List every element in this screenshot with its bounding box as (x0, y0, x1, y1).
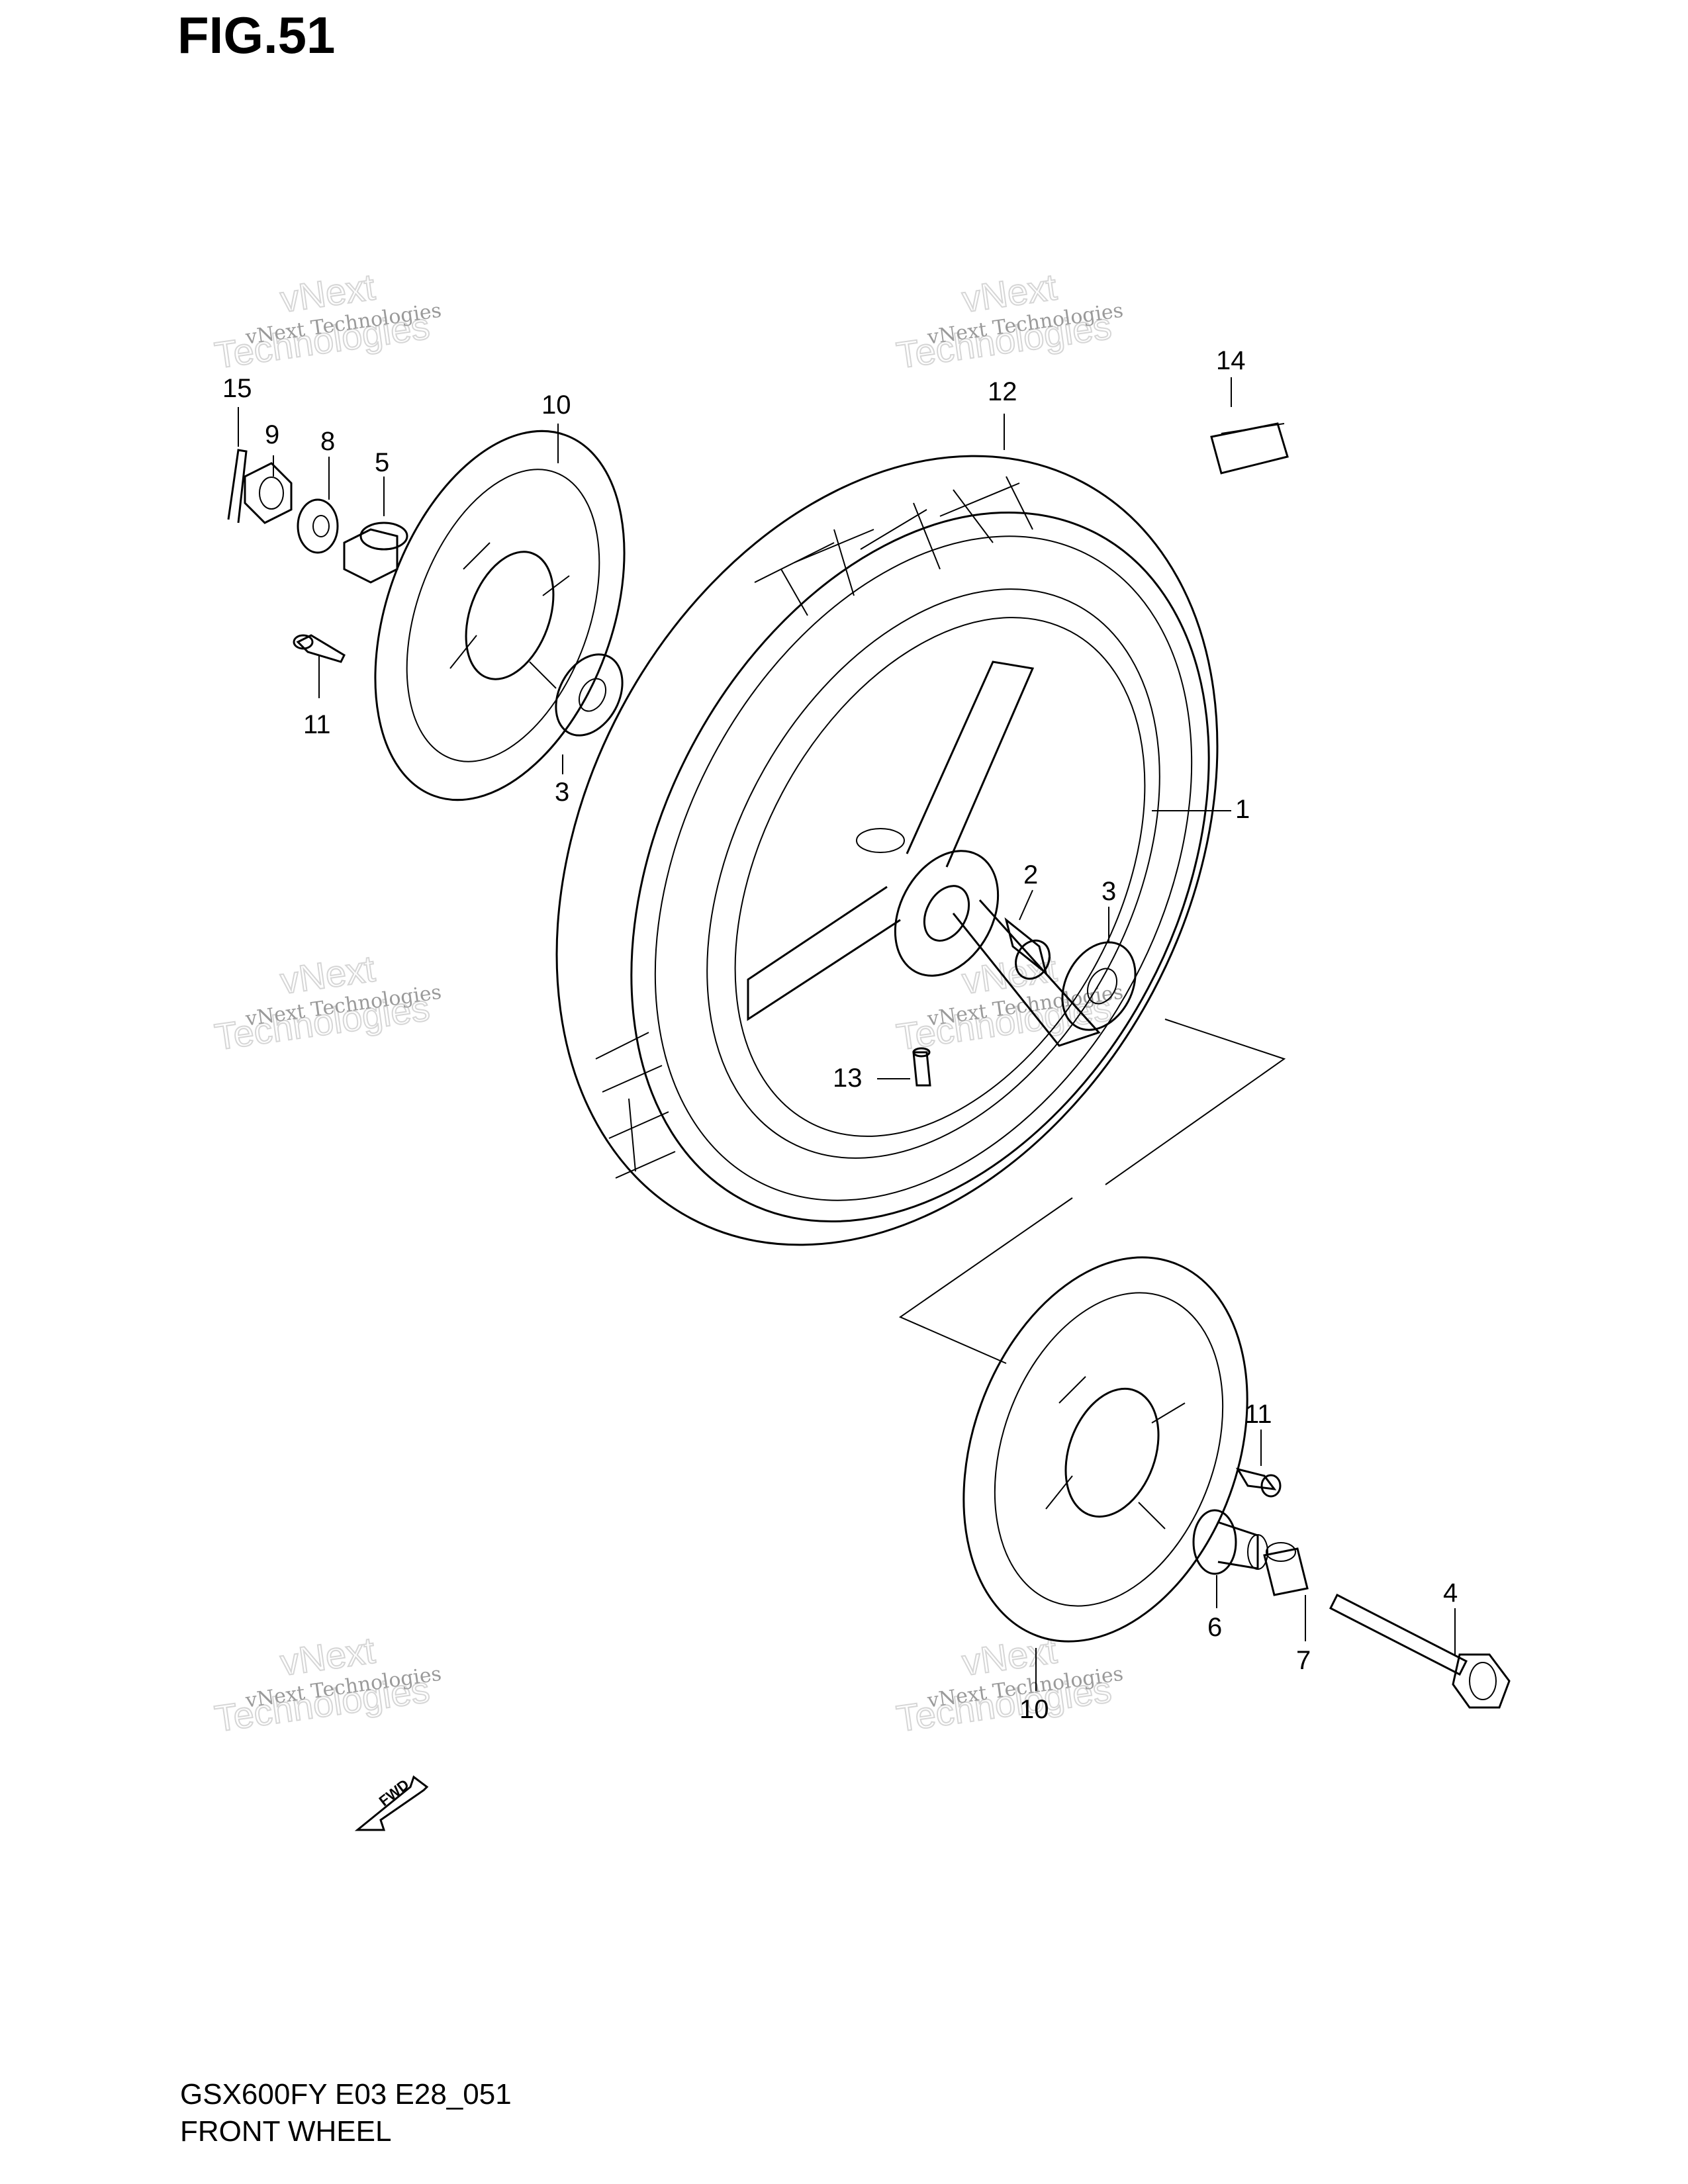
callout-6: 6 (1207, 1613, 1222, 1642)
spacer (1263, 1542, 1309, 1596)
wheel-bearing (555, 653, 624, 737)
callout-11: 11 (1244, 1400, 1272, 1429)
figure-title: FIG.51 (177, 6, 336, 64)
rubber-plug (1210, 422, 1289, 475)
tire-valve (912, 1047, 931, 1087)
callout-labels: 15 9 8 5 10 12 14 11 3 1 2 3 13 11 4 6 7… (222, 346, 1458, 1724)
callout-1: 1 (1235, 795, 1250, 824)
callout-4: 4 (1443, 1578, 1458, 1608)
disc-bolt (293, 634, 346, 663)
figure-caption: FRONT WHEEL (180, 2115, 392, 2148)
callout-3: 3 (555, 778, 569, 807)
cotter-pin (227, 449, 248, 523)
forward-direction-arrow: FWD (354, 1775, 429, 1831)
callout-5: 5 (375, 448, 389, 477)
callout-14: 14 (1216, 346, 1246, 375)
brake-disc (962, 1256, 1248, 1643)
watermark: vNext Technologies vNext Technologies (893, 265, 1125, 377)
watermark: vNext Technologies vNext Technologies (211, 1628, 443, 1740)
watermark: vNext Technologies vNext Technologies (211, 265, 443, 377)
washer (297, 498, 339, 554)
model-code: GSX600FY E03 E28_051 (180, 2078, 512, 2111)
callout-10: 10 (1019, 1695, 1049, 1724)
fwd-label: FWD (376, 1776, 412, 1809)
axle-nut (244, 462, 293, 524)
brake-disc (374, 430, 626, 801)
disc-bolt (1235, 1467, 1282, 1498)
leader-lines (238, 377, 1456, 1691)
callout-7: 7 (1296, 1646, 1311, 1675)
collar (1192, 1509, 1268, 1575)
callout-8: 8 (320, 427, 335, 456)
callout-2: 2 (1023, 860, 1038, 889)
watermark-group: vNext Technologies vNext Technologies vN… (211, 265, 1125, 1740)
callout-15: 15 (222, 374, 252, 403)
watermark: vNext Technologies vNext Technologies (893, 946, 1125, 1058)
axle-plane-outline (898, 1019, 1286, 1364)
callout-11: 11 (303, 710, 331, 739)
spacer (1004, 917, 1051, 980)
tire (555, 455, 1219, 1246)
callout-12: 12 (988, 377, 1017, 406)
callout-9: 9 (265, 420, 279, 449)
callout-10: 10 (541, 390, 571, 420)
wheel-bearing (1061, 941, 1137, 1031)
wheel-rim (706, 588, 1160, 1159)
front-axle (1329, 1593, 1511, 1709)
callout-13: 13 (833, 1064, 863, 1093)
watermark: vNext Technologies vNext Technologies (211, 946, 443, 1058)
callout-3: 3 (1102, 877, 1116, 906)
collar (343, 522, 408, 584)
